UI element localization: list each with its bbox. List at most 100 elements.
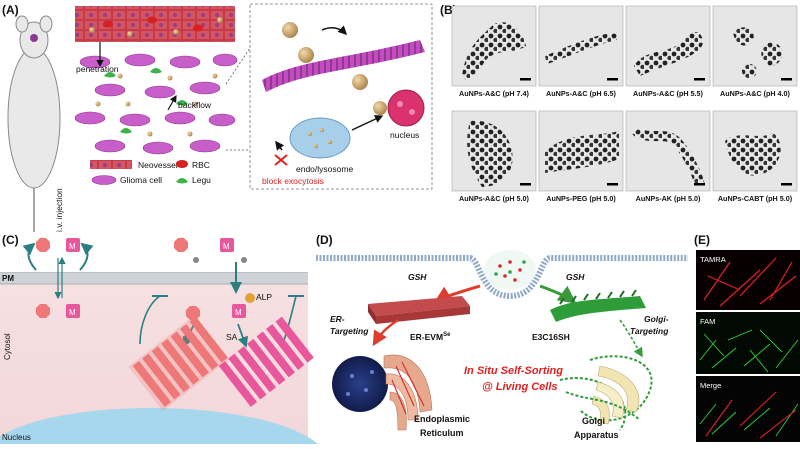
vesicle xyxy=(484,250,536,290)
pink-fiber xyxy=(218,316,314,407)
panel-a: (A) i.v. injection xyxy=(2,3,433,277)
em-image-grid: AuNPs-A&C (pH 7.4) AuNPs-A&C (pH 6.5) AuNP… xyxy=(451,5,798,203)
backflow-arrow xyxy=(167,94,177,111)
em-aggregate-8 xyxy=(725,133,781,176)
em-tile-label-5: AuNPs-A&C (pH 5.0) xyxy=(459,194,529,203)
scale-bar-6 xyxy=(607,183,618,186)
alp-label: ALP xyxy=(256,292,272,302)
legend-legu-swatch xyxy=(176,178,188,184)
in-situ-label-2: @ Living Cells xyxy=(482,381,558,393)
em-aggregate-4 xyxy=(733,27,783,79)
panel-e: (E) TAMRA FAM xyxy=(694,233,800,442)
legend-glioma-swatch xyxy=(91,175,117,185)
scale-bar-2 xyxy=(607,78,618,81)
em-tile-label-1: AuNPs-A&C (pH 7.4) xyxy=(459,89,529,98)
np-2 xyxy=(298,47,314,63)
em-tile-label-6: AuNPs-PEG (pH 5.0) xyxy=(546,194,616,203)
scale-bar-8 xyxy=(781,183,792,186)
scale-bar-4 xyxy=(781,78,792,81)
zoom-inset: endo/lysosome nucleus block exocytosis xyxy=(249,3,433,190)
golgi-label-1: Golgi xyxy=(582,416,605,426)
nucleus-region xyxy=(0,408,318,444)
inside-molecules: M M xyxy=(36,293,255,320)
injection-label: i.v. injection xyxy=(54,188,64,232)
neovessel-band xyxy=(75,6,235,42)
m-label-2: M xyxy=(223,242,230,251)
salmon-fiber xyxy=(128,315,230,411)
golgi-illustration xyxy=(559,355,653,431)
er-targeting-label-2: Targeting xyxy=(330,326,369,336)
nucleus-label-c: Nucleus xyxy=(2,433,31,442)
gsh-label-right: GSH xyxy=(566,272,585,282)
scale-bar-3 xyxy=(694,78,705,81)
legend-rbc-label: RBC xyxy=(192,160,210,170)
e3c16sh-fiber xyxy=(550,289,646,322)
assembly-arrow xyxy=(321,25,348,36)
in-situ-label-1: In Situ Self-Sorting xyxy=(464,365,563,377)
er-targeting-label-1: ER- xyxy=(330,314,345,324)
legend-rbc-swatch xyxy=(176,160,188,168)
tissue-diagram: penetration backflow xyxy=(74,6,251,155)
scale-bar-1 xyxy=(520,78,531,81)
em-tile-label-7: AuNPs-AK (pH 5.0) xyxy=(636,194,701,203)
em-tile-label-3: AuNPs-A&C (pH 5.5) xyxy=(633,89,703,98)
er-label-1: Endoplasmic xyxy=(414,414,470,424)
gsh-label-left: GSH xyxy=(408,272,427,282)
em-aggregate-3 xyxy=(634,31,703,76)
panel-d: (D) GSH GSH ER-EVMSe E3C16SH ER- Targeti… xyxy=(316,233,688,440)
legu-markers xyxy=(104,68,188,134)
er-evm-label: ER-EVMSe xyxy=(410,332,451,342)
tamra-label: TAMRA xyxy=(700,255,726,264)
nucleus xyxy=(387,89,425,127)
lipid-bilayer xyxy=(316,255,688,300)
er-label-2: Reticulum xyxy=(420,428,464,438)
panel-b: (B) AuNPs-A&C (pH 7.4)AuNPs-A&C (pH 6.5)… xyxy=(440,3,798,203)
m-label-1: M xyxy=(69,242,76,251)
panel-c-label: (C) xyxy=(2,233,19,247)
panel-d-label: (D) xyxy=(316,233,333,247)
plasma-membrane xyxy=(0,272,308,284)
block-x-icon xyxy=(274,154,288,166)
panel-c: (C) PM Cytosol Nucleus M M M M ALP xyxy=(0,232,318,444)
em-aggregate-2 xyxy=(545,32,617,64)
em-tile-label-4: AuNPs-A&C (pH 4.0) xyxy=(720,89,790,98)
em-tile-label-2: AuNPs-A&C (pH 6.5) xyxy=(546,89,616,98)
np-3 xyxy=(352,74,368,90)
em-aggregate-1 xyxy=(462,22,526,80)
np-4 xyxy=(373,101,387,115)
golgi-targeting-label-2: Targeting xyxy=(630,326,669,336)
alp-enzyme-icon xyxy=(245,293,255,303)
legend-neovessel-swatch xyxy=(90,160,132,169)
scale-bar-7 xyxy=(694,183,705,186)
np-1 xyxy=(282,22,298,38)
backflow-label: backflow xyxy=(178,100,212,110)
em-aggregate-6 xyxy=(545,131,619,173)
panel-a-label: (A) xyxy=(2,3,19,17)
golgi-label-2: Apparatus xyxy=(574,430,619,440)
em-aggregate-5 xyxy=(467,120,513,187)
outside-molecules: M M xyxy=(36,238,247,263)
merge-label: Merge xyxy=(700,381,721,390)
fam-image: FAM xyxy=(696,312,800,374)
block-exocytosis-label: block exocytosis xyxy=(262,176,324,186)
m-label-4: M xyxy=(235,308,242,317)
zoom-lines xyxy=(225,47,251,151)
em-aggregate-7 xyxy=(632,126,705,187)
nucleus-label: nucleus xyxy=(390,130,419,140)
pm-label: PM xyxy=(2,274,14,283)
tumor-dot xyxy=(30,34,38,42)
merge-image: Merge xyxy=(696,376,800,442)
e3c16sh-label: E3C16SH xyxy=(532,332,570,342)
sa-label-2: SA xyxy=(226,332,238,342)
m-label-3: M xyxy=(69,308,76,317)
fiber-ribbon xyxy=(262,40,425,92)
fam-label: FAM xyxy=(700,317,715,326)
panel-e-label: (E) xyxy=(694,233,710,247)
cytosol-label: Cytosol xyxy=(3,333,12,360)
golgi-targeting-label-1: Golgi- xyxy=(644,314,669,324)
em-tile-label-8: AuNPs-CABT (pH 5.0) xyxy=(718,194,793,203)
legend-legu-label: Legu xyxy=(192,175,211,185)
endo-lysosome-label: endo/lysosome xyxy=(296,164,353,174)
er-illustration xyxy=(332,354,433,431)
